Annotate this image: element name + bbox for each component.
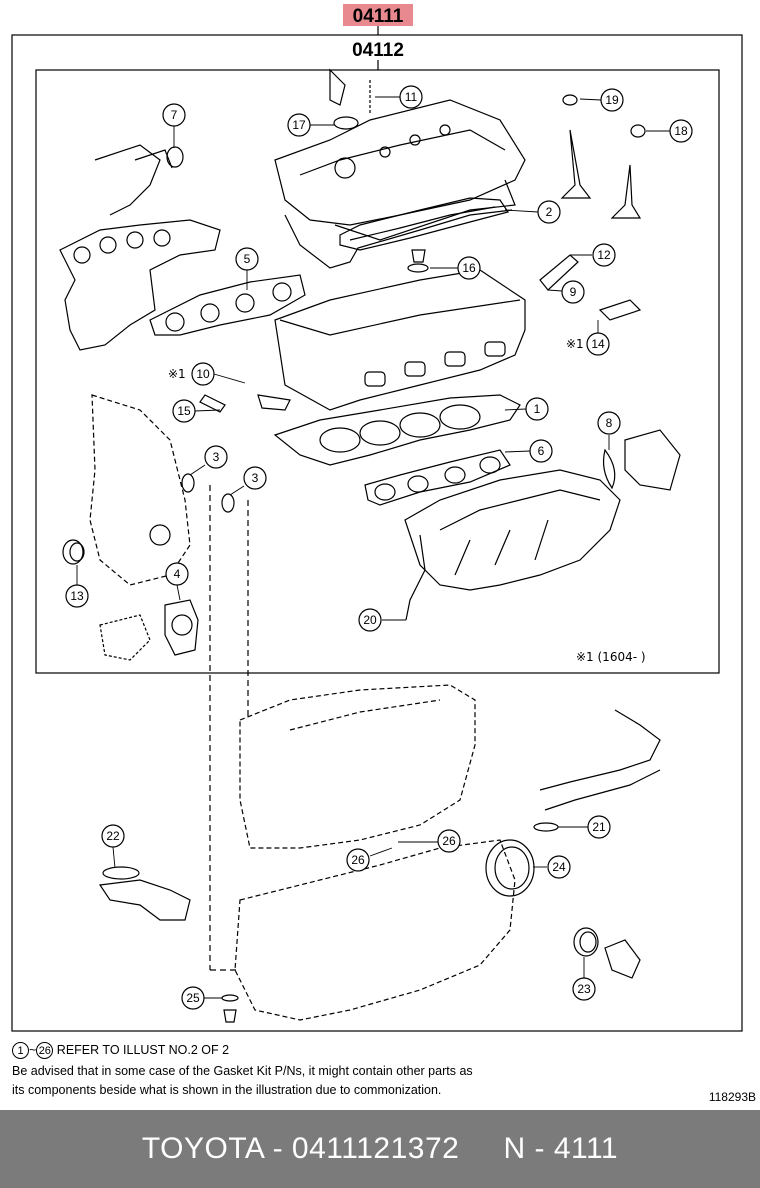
svg-text:1: 1 — [534, 402, 541, 416]
valve-cover-gasket — [339, 197, 509, 251]
svg-text:9: 9 — [570, 285, 577, 299]
callout-21: 21 — [587, 815, 611, 839]
callout-4: 4 — [165, 562, 189, 586]
water-pump-gasket — [164, 599, 199, 656]
subkit-number: 04112 — [352, 40, 404, 61]
svg-text:3: 3 — [252, 471, 259, 485]
outer-frame — [11, 34, 743, 1032]
svg-text:7: 7 — [171, 108, 178, 122]
svg-text:11: 11 — [405, 90, 418, 104]
valve-cover-drawing — [274, 68, 526, 269]
svg-text:6: 6 — [538, 444, 545, 458]
callout-22: 22 — [101, 824, 125, 848]
callout-9: 9 — [561, 280, 585, 304]
callout-10: 10 — [191, 362, 215, 386]
callout-25: 25 — [181, 986, 205, 1010]
callout-18: 18 — [669, 119, 693, 143]
callout-24: 24 — [547, 855, 571, 879]
callout-3a: 3 — [204, 445, 228, 469]
svg-text:16: 16 — [462, 261, 476, 275]
svg-text:23: 23 — [577, 982, 591, 996]
timing-cover-drawing — [89, 394, 191, 586]
callout-16: 16 — [457, 256, 481, 280]
callout-1: 1 — [525, 397, 549, 421]
exhaust-manifold-drawing — [59, 144, 221, 351]
callout-15: 15 — [172, 399, 196, 423]
svg-text:19: 19 — [605, 93, 619, 107]
svg-text:5: 5 — [244, 252, 251, 266]
svg-text:17: 17 — [292, 118, 306, 132]
svg-text:4: 4 — [174, 567, 181, 581]
svg-text:25: 25 — [186, 991, 200, 1005]
mark-10: ※1 — [168, 367, 186, 381]
svg-text:22: 22 — [106, 829, 120, 843]
callout-23: 23 — [572, 977, 596, 1001]
mark-14: ※1 — [566, 337, 584, 351]
svg-text:26: 26 — [442, 834, 456, 848]
svg-text:12: 12 — [597, 248, 611, 262]
callout-26a: 26 — [437, 829, 461, 853]
callout-6: 6 — [529, 439, 553, 463]
svg-text:8: 8 — [606, 416, 613, 430]
svg-text:10: 10 — [196, 367, 210, 381]
advice-line-2: its components beside what is shown in t… — [12, 1083, 442, 1097]
callout-13: 13 — [65, 584, 89, 608]
callout-3b: 3 — [243, 466, 267, 490]
oil-pan-drawing — [234, 839, 516, 1021]
part-number-banner: TOYOTA - 0411121372 N - 4111 — [0, 1110, 760, 1188]
callout-26b: 26 — [346, 848, 370, 872]
advice-line-1: Be advised that in some case of the Gask… — [12, 1064, 473, 1078]
callout-20: 20 — [358, 608, 382, 632]
note-1604: ※1 (1604- ) — [576, 650, 646, 664]
parts-diagram: 04111 04112 1 2 3 3 4 5 6 7 8 9 10 11 12… — [11, 4, 743, 1032]
exhaust-manifold-gasket — [149, 274, 306, 336]
callout-17: 17 — [287, 113, 311, 137]
refer-tilde: ~ — [29, 1043, 37, 1057]
svg-text:24: 24 — [552, 860, 566, 874]
refer-note: 1~26 REFER TO ILLUST NO.2 OF 2 — [12, 1042, 230, 1060]
refer-to-bubble: 26 — [36, 1042, 54, 1060]
svg-text:15: 15 — [177, 404, 191, 418]
kit-number: 04111 — [353, 6, 404, 27]
intake-manifold-drawing — [404, 469, 621, 591]
callout-7: 7 — [162, 103, 186, 127]
svg-text:26: 26 — [351, 853, 365, 867]
refer-text: REFER TO ILLUST NO.2 OF 2 — [56, 1043, 230, 1057]
head-gasket-drawing — [273, 394, 521, 466]
svg-text:13: 13 — [70, 589, 84, 603]
callout-2: 2 — [537, 200, 561, 224]
svg-text:3: 3 — [213, 450, 220, 464]
intake-gasket-drawing — [364, 449, 511, 506]
svg-text:14: 14 — [591, 337, 605, 351]
cylinder-head-drawing — [274, 269, 526, 411]
callout-12: 12 — [592, 243, 616, 267]
illustration-code: 118293B — [708, 1090, 756, 1104]
banner-text: TOYOTA - 0411121372 N - 4111 — [141, 1132, 619, 1165]
cylinder-block-drawing — [239, 684, 476, 849]
callout-19: 19 — [600, 88, 624, 112]
svg-text:18: 18 — [674, 124, 688, 138]
callout-8: 8 — [597, 411, 621, 435]
callout-14: 14 — [586, 332, 610, 356]
callout-11: 11 — [399, 85, 423, 109]
callout-5: 5 — [235, 247, 259, 271]
svg-text:2: 2 — [546, 205, 553, 219]
svg-text:21: 21 — [592, 820, 606, 834]
refer-from-bubble: 1 — [12, 1042, 29, 1060]
svg-text:20: 20 — [363, 613, 377, 627]
